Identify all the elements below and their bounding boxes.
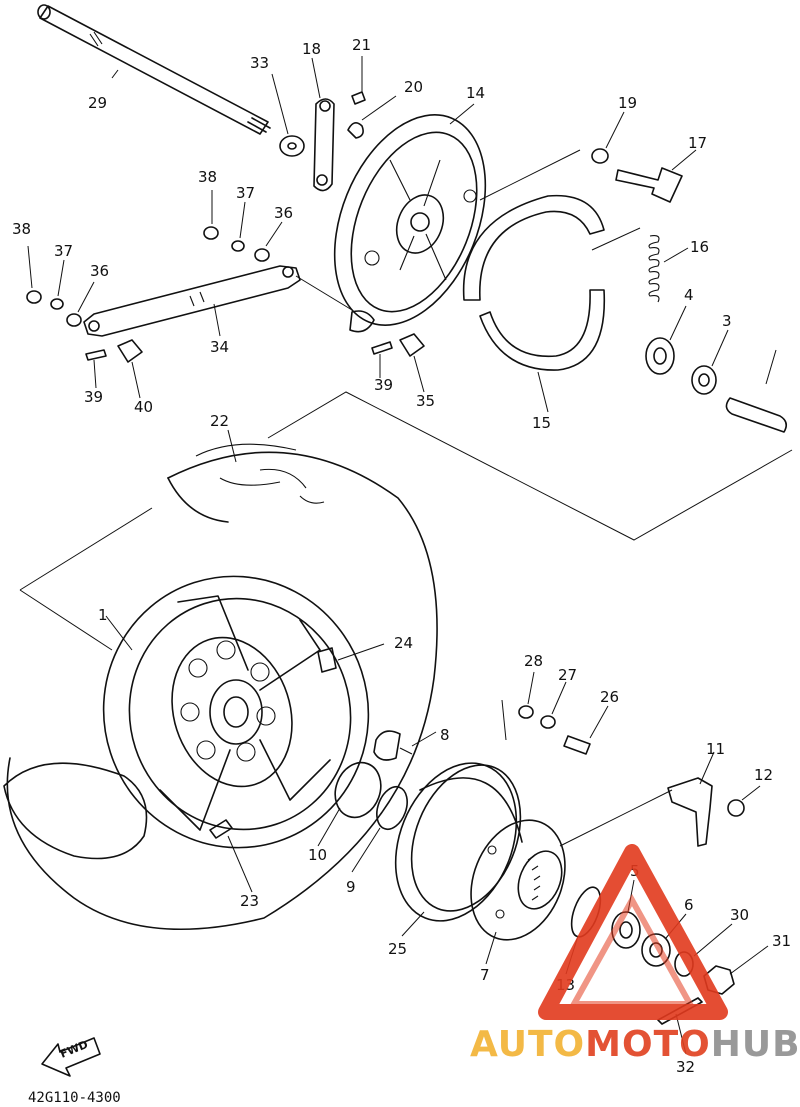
callout-27: 27 [558, 666, 577, 684]
callout-24: 24 [394, 634, 413, 652]
wheel-hub-1 [102, 575, 370, 849]
bolt-21 [351, 56, 366, 105]
fwd-label: FWD [58, 1038, 90, 1061]
brake-drum-25 [394, 762, 523, 937]
callout-28: 28 [524, 652, 543, 670]
callout-33: 33 [250, 54, 269, 72]
brake-shoe-plate-14 [333, 103, 487, 333]
clutch-hub-7 [470, 789, 673, 965]
nut-19 [591, 111, 625, 164]
callout-30: 30 [730, 906, 749, 924]
callout-20: 20 [404, 78, 423, 96]
fwd-arrow-icon: FWD [41, 1037, 101, 1077]
brake-shoe-15 [462, 194, 606, 413]
oil-seal-3 [691, 329, 729, 395]
callout-39a: 39 [84, 388, 103, 406]
callout-14: 14 [466, 84, 485, 102]
nut-washer-group-upper [203, 190, 283, 262]
watermark-auto: AUTO [470, 1024, 585, 1065]
callout-36b: 36 [90, 262, 109, 280]
valve-23 [209, 819, 253, 893]
nut-bolt-group-right [501, 671, 609, 755]
washer-33 [271, 73, 305, 157]
tension-bar-34 [83, 265, 353, 337]
callout-16: 16 [690, 238, 709, 256]
callout-37b: 37 [54, 242, 73, 260]
spring-16 [648, 235, 689, 303]
spacer-8 [373, 730, 437, 761]
callout-32: 32 [676, 1058, 695, 1076]
watermark-hub: HUB [711, 1024, 800, 1065]
callout-35: 35 [416, 392, 435, 410]
torque-link-18 [311, 57, 335, 192]
bearing-4 [645, 305, 687, 375]
callout-21: 21 [352, 36, 371, 54]
rear-axle [37, 4, 271, 135]
balancer-24 [317, 643, 385, 673]
callout-36a: 36 [274, 204, 293, 222]
callout-15: 15 [532, 414, 551, 432]
diagram-code: 42G110-4300 [28, 1090, 121, 1106]
grease-nipple-20 [347, 95, 397, 139]
callout-23: 23 [240, 892, 259, 910]
callout-12: 12 [754, 766, 773, 784]
lock-washer-11 [667, 751, 715, 847]
callout-9: 9 [346, 878, 356, 896]
callout-6: 6 [684, 896, 694, 914]
callout-38b: 38 [12, 220, 31, 238]
callout-25: 25 [388, 940, 407, 958]
callout-31: 31 [772, 932, 791, 950]
callout-18: 18 [302, 40, 321, 58]
o-ring-9 [351, 785, 408, 873]
nut-12 [727, 785, 761, 817]
callout-7: 7 [480, 966, 490, 984]
callout-3: 3 [722, 312, 732, 330]
callout-29: 29 [88, 94, 107, 112]
callout-8: 8 [440, 726, 450, 744]
callout-39b: 39 [374, 376, 393, 394]
callout-22: 22 [210, 412, 229, 430]
pin-bolt-center [371, 333, 425, 393]
nut-washer-group-left [26, 245, 95, 327]
warning-triangle-icon [538, 844, 728, 1020]
watermark-moto: MOTO [585, 1024, 711, 1065]
callout-37a: 37 [236, 184, 255, 202]
callout-1: 1 [98, 606, 108, 624]
o-ring-10 [317, 761, 382, 847]
pin-bolt-left [85, 339, 143, 399]
callout-11: 11 [706, 740, 725, 758]
tire-22 [3, 429, 438, 930]
callout-38a: 38 [198, 168, 217, 186]
callout-4: 4 [684, 286, 694, 304]
svg-text:AUTOMOTOHUB: AUTOMOTOHUB [470, 1024, 800, 1065]
callout-10: 10 [308, 846, 327, 864]
automotohub-watermark: AUTOMOTOHUB [470, 844, 800, 1065]
collar [725, 349, 788, 433]
callout-26: 26 [600, 688, 619, 706]
callout-19: 19 [618, 94, 637, 112]
callout-17: 17 [688, 134, 707, 152]
callout-40: 40 [134, 398, 153, 416]
brake-camshaft-17 [615, 149, 697, 203]
callout-34: 34 [210, 338, 229, 356]
